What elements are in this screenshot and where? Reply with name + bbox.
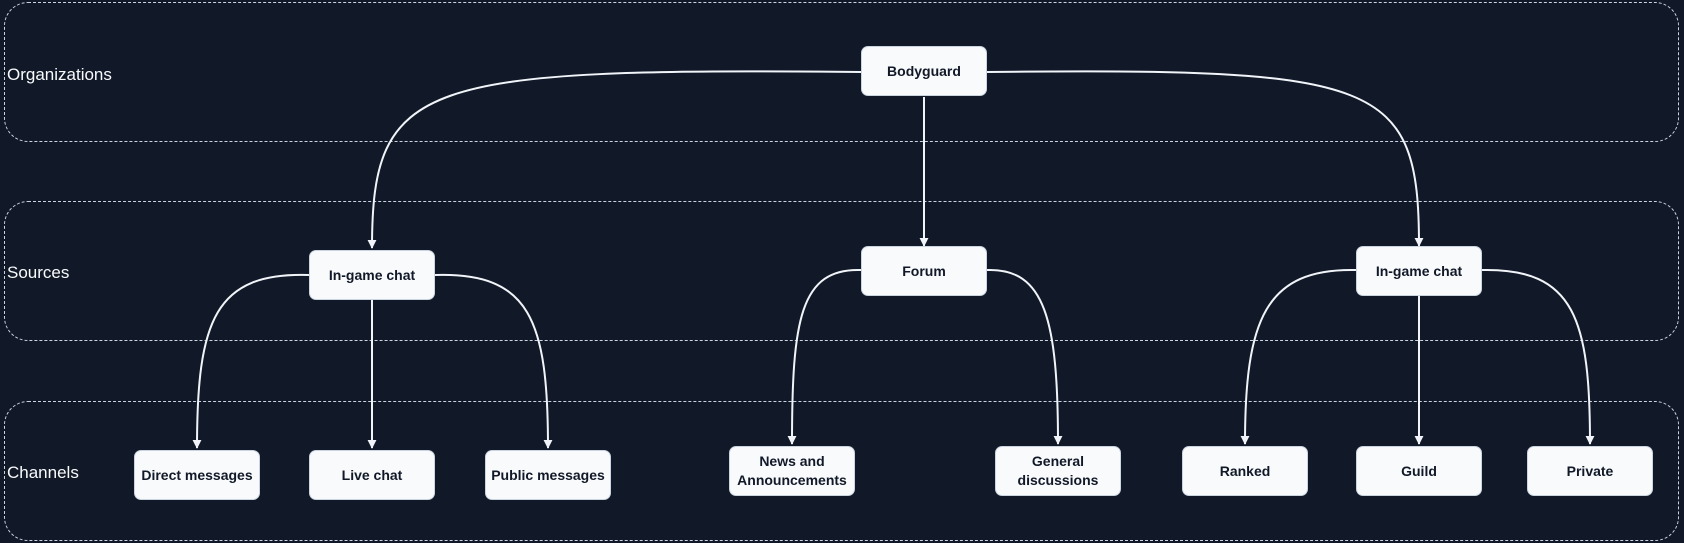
node-general-discussions: General discussions	[995, 446, 1121, 496]
node-label-in-game-chat-left: In-game chat	[328, 266, 416, 283]
lane-label-channels: Channels	[7, 463, 79, 482]
node-label-public-messages: Public messages	[491, 466, 605, 483]
node-direct-messages: Direct messages	[134, 450, 260, 500]
node-ranked: Ranked	[1182, 446, 1308, 496]
node-label-guild: Guild	[1401, 462, 1437, 479]
node-in-game-chat-left: In-game chat	[309, 250, 435, 300]
node-label-private: Private	[1566, 462, 1614, 479]
node-private: Private	[1527, 446, 1653, 496]
node-news-and-announcements: News and Announcements	[729, 446, 855, 496]
lane-label-organizations: Organizations	[7, 65, 112, 84]
node-guild: Guild	[1356, 446, 1482, 496]
node-forum: Forum	[861, 246, 987, 296]
node-live-chat: Live chat	[309, 450, 435, 500]
lane-label-sources: Sources	[7, 263, 70, 282]
node-bodyguard: Bodyguard	[861, 46, 987, 96]
lane-organizations: Organizations	[4, 2, 1679, 142]
node-label-in-game-chat-right: In-game chat	[1375, 262, 1463, 279]
node-label-live-chat: Live chat	[341, 466, 403, 483]
node-public-messages: Public messages	[485, 450, 611, 500]
node-label-forum: Forum	[902, 262, 946, 279]
node-label-direct-messages: Direct messages	[141, 466, 253, 483]
node-in-game-chat-right: In-game chat	[1356, 246, 1482, 296]
node-label-general-discussions: General discussions	[1017, 453, 1099, 488]
node-label-bodyguard: Bodyguard	[887, 62, 961, 79]
node-label-ranked: Ranked	[1219, 462, 1271, 479]
node-label-news-and-announcements: News and Announcements	[737, 453, 847, 488]
